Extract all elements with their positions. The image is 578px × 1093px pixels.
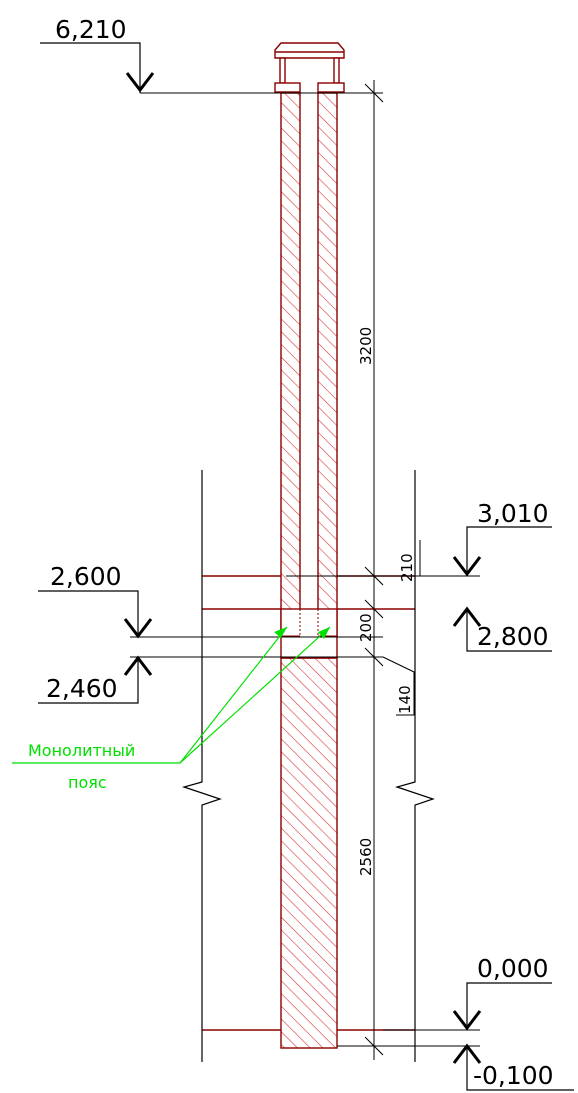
dimension-140: 140 — [396, 685, 414, 714]
level-marker-6210: 6,210 — [40, 15, 155, 93]
level-label-2800: 2,800 — [477, 622, 549, 651]
parapet-cap — [274, 42, 345, 93]
callout-line-1: Монолитный — [28, 741, 135, 760]
level-marker-2460: 2,460 — [38, 655, 153, 704]
callout-line-2: пояс — [68, 773, 107, 792]
break-lines — [181, 470, 435, 1062]
level-label-6210: 6,210 — [55, 15, 127, 44]
dimension-200: 200 — [357, 613, 375, 642]
dimension-2560: 2560 — [357, 838, 375, 876]
inner-wall-upper — [317, 92, 338, 637]
level-label-2600: 2,600 — [50, 562, 122, 591]
level-label-0000: 0,000 — [477, 954, 549, 983]
callout-monolithic-belt: Монолитный пояс — [12, 626, 331, 792]
level-marker-minus-0100: -0,100 — [452, 1043, 574, 1091]
dimension-chain — [364, 80, 421, 1060]
level-label-minus-0100: -0,100 — [473, 1061, 554, 1090]
dimension-3200: 3200 — [357, 327, 375, 365]
wall-lower — [280, 657, 338, 1049]
level-marker-0000: 0,000 — [452, 954, 552, 1031]
monolithic-belt — [280, 608, 338, 659]
level-label-2460: 2,460 — [46, 674, 118, 703]
level-marker-3010: 3,010 — [452, 499, 552, 577]
dimension-210: 210 — [398, 553, 416, 582]
wall-structure — [280, 92, 338, 1049]
level-label-3010: 3,010 — [477, 499, 549, 528]
level-marker-2800: 2,800 — [452, 606, 552, 652]
level-marker-2600: 2,600 — [38, 562, 153, 639]
outer-wall-upper — [280, 92, 301, 637]
